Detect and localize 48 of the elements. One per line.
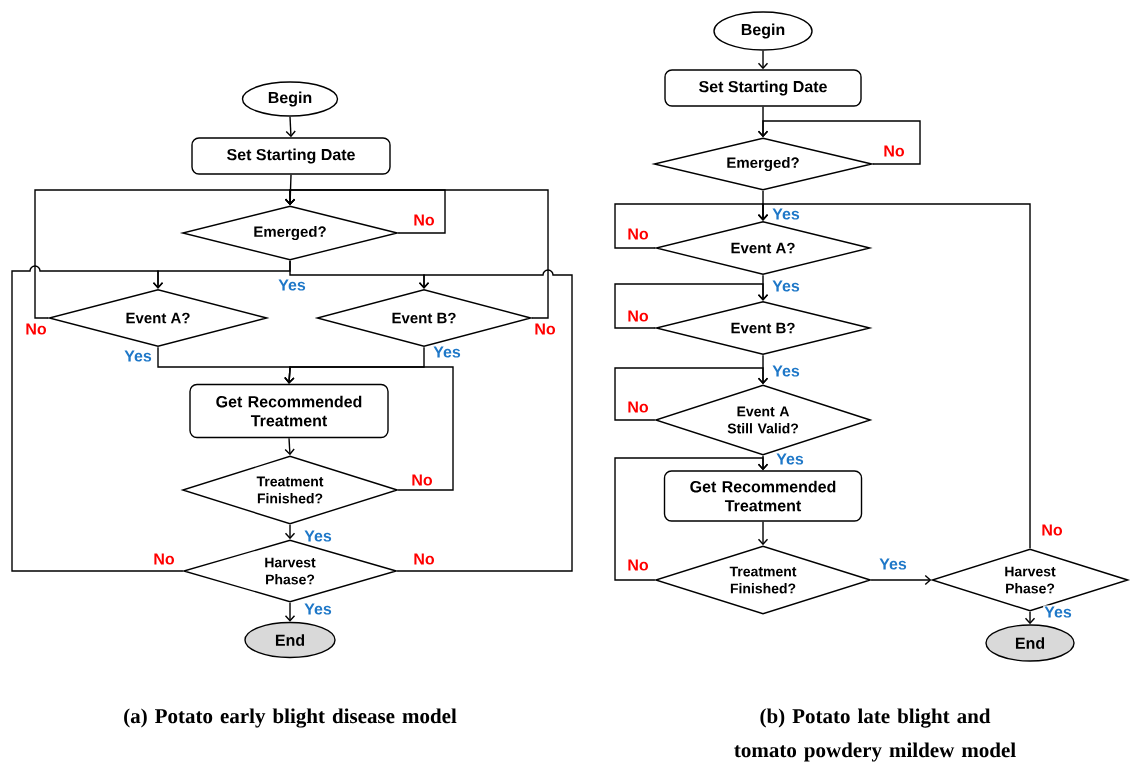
edge-label: Yes: [432, 345, 462, 359]
arrow: [614, 367, 769, 421]
arrow: [396, 269, 573, 572]
arrow: [11, 265, 184, 572]
edge-label: No: [626, 309, 650, 323]
process-box: Set Starting Date: [664, 69, 862, 107]
start-oval: Begin: [241, 81, 339, 117]
arrow: [284, 189, 549, 319]
edge-label: Yes: [1043, 605, 1073, 619]
edge-label: Yes: [277, 278, 307, 292]
arrow: [1024, 611, 1036, 625]
end-oval: End: [244, 621, 336, 659]
process-box: Set Starting Date: [191, 137, 391, 175]
arrow: [284, 437, 295, 456]
edge-label: Yes: [303, 602, 333, 616]
edge-label: No: [24, 322, 48, 336]
arrow: [757, 203, 1031, 549]
arrow: [284, 366, 454, 491]
end-oval: End: [985, 624, 1075, 662]
edge-label: Yes: [771, 207, 801, 221]
arrow: [870, 574, 932, 586]
edge-label: No: [410, 473, 434, 487]
edge-label: Yes: [771, 364, 801, 378]
arrow: [284, 524, 296, 540]
caption: (a) Potato early blight disease model: [124, 708, 457, 728]
process-box: Get Recommended Treatment: [663, 470, 863, 522]
edge-label: Yes: [123, 349, 153, 363]
arrow: [284, 602, 296, 622]
arrow: [285, 116, 296, 138]
edge-label: No: [882, 144, 906, 158]
arrow: [757, 120, 921, 165]
edge-label: Yes: [771, 279, 801, 293]
edge-label: No: [412, 213, 436, 227]
edge-label: No: [152, 552, 176, 566]
edge-label: No: [533, 322, 557, 336]
arrow: [614, 283, 769, 329]
edge-label: No: [626, 400, 650, 414]
arrow: [614, 457, 769, 581]
arrow: [757, 50, 769, 70]
process-box: Get Recommended Treatment: [189, 383, 389, 439]
start-oval: Begin: [713, 11, 813, 51]
caption: (b) Potato late blight and tomato powdery mildew model: [734, 708, 1016, 762]
edge-label: No: [626, 227, 650, 241]
edge-label: No: [412, 552, 436, 566]
edge-label: Yes: [878, 557, 908, 571]
edge-label: No: [1040, 523, 1064, 537]
arrow: [757, 521, 769, 546]
edge-label: No: [626, 558, 650, 572]
